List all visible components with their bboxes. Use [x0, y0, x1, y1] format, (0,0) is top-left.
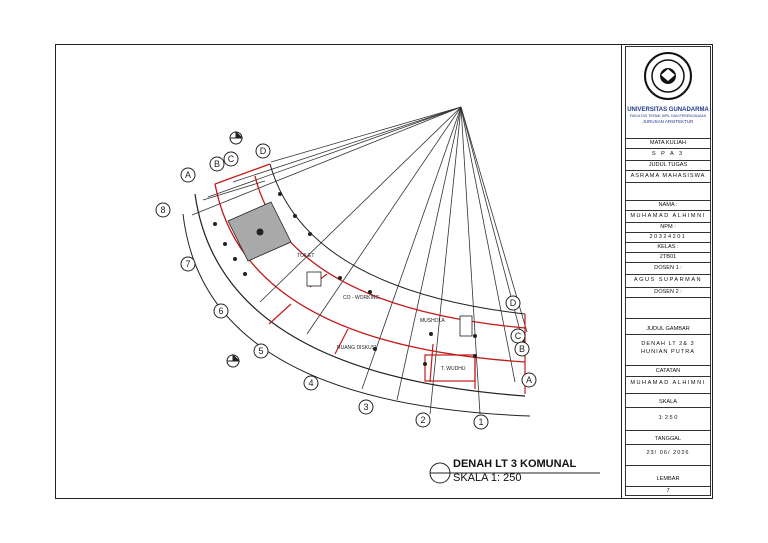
course-label: MATA KULIAH: [649, 140, 687, 146]
svg-text:D: D: [260, 146, 267, 156]
grid-bubbles: A B C D D C B A 1 2 3 4 5 6 7 8: [155, 143, 537, 430]
grid-bubble-1: 1: [473, 414, 489, 430]
svg-text:6: 6: [218, 306, 223, 316]
lecturer1-value: AGUS SUPARMAN: [633, 277, 703, 283]
column-markers: [213, 192, 525, 366]
stair-blocks: [306, 271, 473, 337]
grid-bubble-A-right: A: [521, 372, 537, 388]
lecturer2-label: DOSEN 2 :: [654, 289, 682, 295]
svg-text:C: C: [228, 154, 235, 164]
task-label: JUDUL TUGAS: [648, 162, 688, 168]
section-marker-bottom: [226, 353, 241, 368]
grid-bubble-3: 3: [358, 399, 374, 415]
svg-text:2: 2: [420, 415, 425, 425]
npm-value: 20324201: [649, 234, 687, 240]
date-label: TANGGAL: [654, 436, 682, 442]
name-label: NAMA :: [658, 202, 678, 208]
svg-text:8: 8: [160, 205, 165, 215]
svg-text:7: 7: [185, 259, 190, 269]
grid-bubble-8: 8: [155, 202, 171, 218]
drawing-sheet-border: [55, 44, 713, 499]
svg-text:5: 5: [258, 346, 263, 356]
svg-text:B: B: [519, 344, 525, 354]
svg-text:C: C: [515, 331, 522, 341]
room-label-ruang-diskusi: RUANG DISKUSI: [337, 345, 376, 351]
scale-label: SKALA: [658, 399, 678, 405]
grid-bubble-C-top: C: [223, 151, 239, 167]
drawing-title-block: DENAH LT 3 KOMUNAL SKALA 1: 250: [423, 456, 603, 492]
title-block-panel: UNIVERSITAS GUNADARMA FAKULTAS TEKNIK SI…: [621, 44, 713, 499]
grid-bubble-D-right: D: [505, 295, 521, 311]
svg-text:B: B: [214, 159, 220, 169]
radial-construction-lines: [191, 106, 528, 415]
grid-bubble-6: 6: [213, 303, 229, 319]
grid-bubble-4: 4: [303, 375, 319, 391]
grid-bubble-5: 5: [253, 343, 269, 359]
name-value: MUHAMAD ALHIMNI: [630, 213, 706, 219]
sheet-label: LEMBAR: [656, 476, 680, 482]
room-label-t-wudhu: T. WUDHU: [441, 366, 466, 372]
svg-text:A: A: [526, 375, 532, 385]
svg-text:A: A: [185, 170, 191, 180]
drawing-title: DENAH LT 3 KOMUNAL: [453, 458, 577, 470]
university-name: UNIVERSITAS GUNADARMA: [627, 107, 709, 113]
drawing-title-value-2: HUNIAN PUTRA: [641, 349, 695, 355]
svg-text:D: D: [510, 298, 517, 308]
courtyard-feature: [256, 228, 264, 236]
class-label: KELAS :: [657, 244, 679, 250]
grid-bubble-D-top: D: [255, 143, 271, 159]
grid-bubble-B-top: B: [209, 156, 225, 172]
floor-plan-drawing: TOILET CO - WORKING MUSHOLA RUANG DISKUS…: [155, 106, 600, 484]
lecturer1-label: DOSEN 1 :: [654, 265, 682, 271]
drawing-scale: SKALA 1: 250: [453, 472, 522, 484]
task-value: ASRAMA MAHASISWA: [630, 173, 706, 179]
section-marker-top: [229, 130, 244, 145]
grid-bubble-7: 7: [180, 256, 196, 272]
faculty-name: FAKULTAS TEKNIK SIPIL DAN PERENCANAAN: [629, 114, 707, 118]
grid-bubble-B-right: B: [514, 341, 530, 357]
drawing-title-value-1: DENAH LT 2& 3: [641, 341, 695, 347]
drawing-title-marker: [429, 462, 600, 484]
grid-bubble-C-right: C: [510, 328, 526, 344]
svg-text:4: 4: [308, 378, 313, 388]
svg-text:1: 1: [478, 417, 483, 427]
svg-text:3: 3: [363, 402, 368, 412]
room-label-coworking: CO - WORKING: [343, 295, 379, 301]
class-value: 2TB01: [659, 254, 677, 260]
npm-label: NPM :: [660, 224, 676, 230]
grid-bubble-A-top: A: [180, 167, 196, 183]
grid-bubble-2: 2: [415, 412, 431, 428]
scale-value: 1: 2 5 0: [658, 415, 678, 421]
sheet-value: 7: [666, 488, 670, 494]
course-value: S P A 3: [651, 151, 685, 157]
date-value: 23/ 06/ 2026: [646, 450, 690, 456]
room-label-toilet: TOILET: [297, 253, 314, 259]
university-seal-logo: [644, 52, 692, 100]
drawing-title-label: JUDUL GAMBAR: [646, 326, 690, 332]
notes-value: MUHAMAD ALHIMNI: [630, 380, 706, 386]
room-label-mushola: MUSHOLA: [420, 318, 445, 324]
department-name: JURUSAN ARSITEKTUR: [642, 119, 694, 124]
notes-label: CATATAN: [655, 368, 681, 374]
